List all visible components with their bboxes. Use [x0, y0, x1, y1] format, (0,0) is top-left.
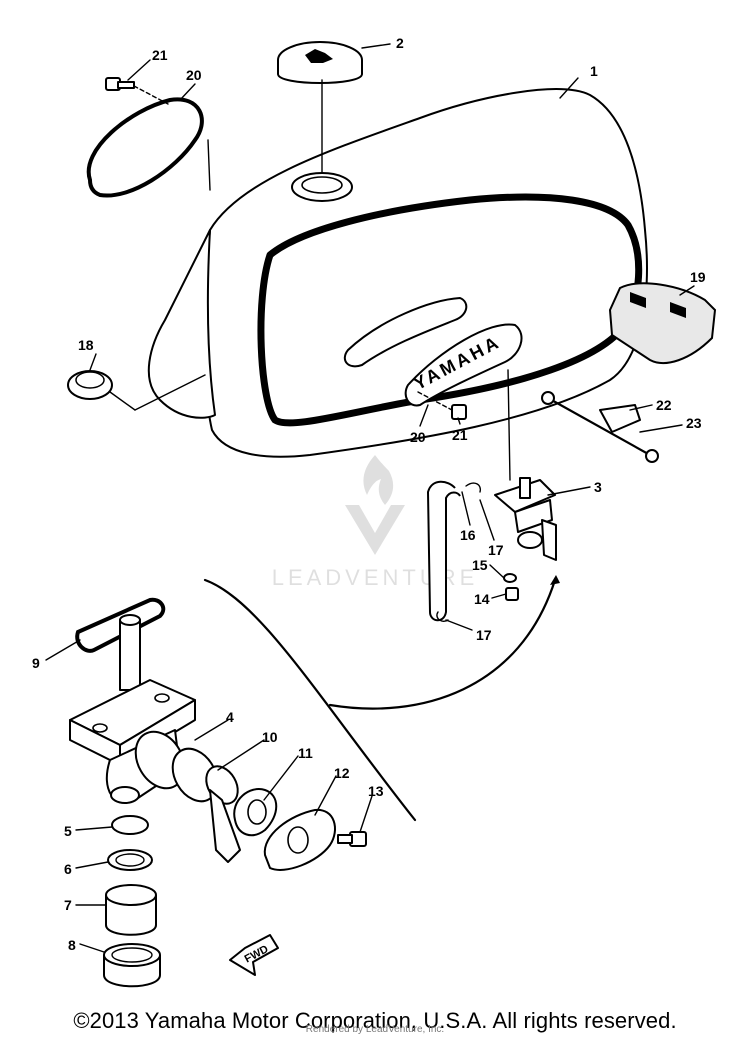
callout-20-top: 20	[186, 67, 202, 83]
callout-7: 7	[64, 897, 72, 913]
callout-11: 11	[298, 745, 313, 761]
callout-4: 4	[226, 709, 234, 725]
grommet	[67, 370, 206, 411]
callout-15: 15	[472, 557, 488, 573]
callout-21-lower: 21	[452, 427, 468, 443]
fuel-cock-lever	[171, 747, 241, 863]
leader-lines	[45, 43, 695, 953]
callout-6: 6	[64, 861, 72, 877]
copyright-notice: ©2013 Yamaha Motor Corporation, U.S.A. A…	[73, 1008, 677, 1033]
leadventure-watermark: LEADVENTURE	[272, 455, 479, 590]
fuel-cock-gasket	[75, 597, 166, 653]
callout-16: 16	[460, 527, 476, 543]
callout-8: 8	[68, 937, 76, 953]
fuel-hose	[427, 480, 481, 622]
sediment-bowl-stack	[103, 815, 161, 988]
callout-2: 2	[396, 35, 404, 51]
fuel-cap	[277, 41, 363, 173]
callout-14: 14	[474, 591, 490, 607]
fuel-cock-body	[69, 614, 196, 804]
callout-5: 5	[64, 823, 72, 839]
lever-plate	[263, 808, 336, 871]
watermark-text: LEADVENTURE	[272, 565, 479, 590]
tank-cushion	[608, 282, 717, 364]
callout-numbers: 1 2 21 20 18 19 22 23 20 21 3 16 17 15 1…	[32, 35, 706, 953]
emblem-screw-lower	[417, 391, 467, 420]
callout-17-upper: 17	[488, 542, 504, 558]
tank-strap	[541, 391, 659, 463]
rendered-by-notice: Rendered by LeadVenture, Inc.	[305, 1024, 445, 1035]
callout-17-lower: 17	[476, 627, 492, 643]
callout-18: 18	[78, 337, 94, 353]
callout-19: 19	[690, 269, 706, 285]
callout-21-top: 21	[152, 47, 168, 63]
emblem-gasket-top	[86, 97, 211, 198]
callout-12: 12	[334, 765, 350, 781]
screw-21-top	[105, 77, 169, 105]
fwd-arrow: FWD	[229, 934, 279, 976]
callout-3: 3	[594, 479, 602, 495]
callout-1: 1	[590, 63, 598, 79]
fuel-cock-small	[494, 369, 557, 601]
callout-23: 23	[686, 415, 702, 431]
callout-10: 10	[262, 729, 278, 745]
callout-20-lower: 20	[410, 429, 426, 445]
lever-packing	[233, 788, 278, 837]
callout-22: 22	[656, 397, 672, 413]
fuel-tank: YAMAHA	[147, 88, 648, 458]
detail-view-outline	[203, 575, 560, 822]
callout-13: 13	[368, 783, 384, 799]
callout-9: 9	[32, 655, 40, 671]
lever-screw	[337, 831, 367, 847]
